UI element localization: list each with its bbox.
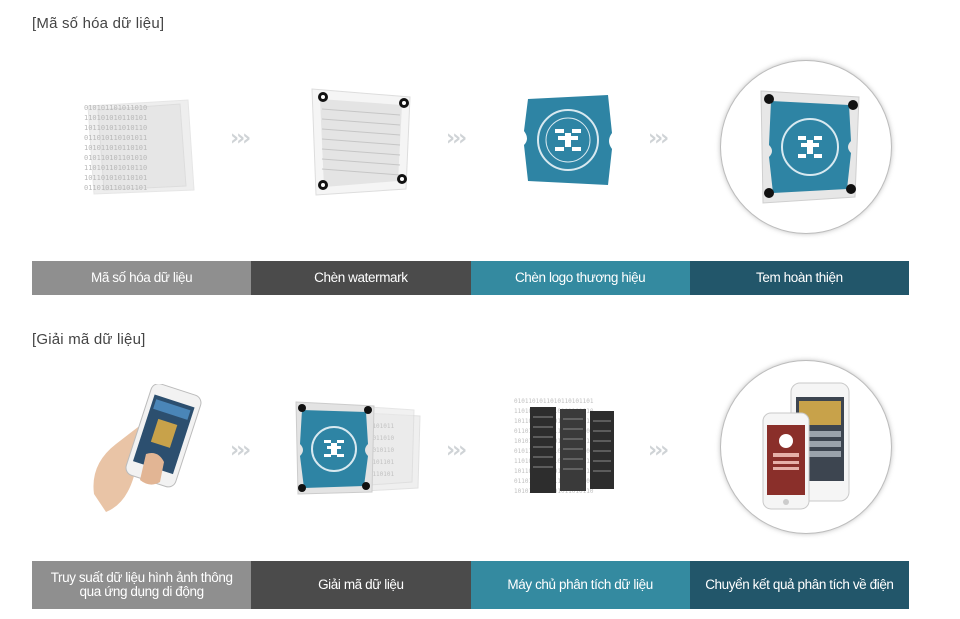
step-finished-label: Tem hoàn thiện bbox=[689, 261, 909, 295]
step-send-result-label: Chuyển kết quả phân tích về điện bbox=[689, 561, 909, 609]
brand-logo-label-icon bbox=[522, 93, 614, 187]
arrow-icon: ››› bbox=[648, 126, 669, 151]
svg-text:011010110101011: 011010110101011 bbox=[84, 134, 147, 142]
phones-result-icon bbox=[721, 361, 891, 533]
section-title-decode: [Giải mã dữ liệu] bbox=[32, 331, 146, 348]
svg-text:0110101101: 0110101101 bbox=[358, 459, 395, 466]
svg-text:110101101010110: 110101101010110 bbox=[84, 164, 147, 172]
decoded-stamp-icon: 0101101011 1101011010 1011010110 011010110… bbox=[294, 398, 424, 498]
svg-text:101011010110101: 101011010110101 bbox=[84, 144, 147, 152]
svg-text:1011010110: 1011010110 bbox=[358, 447, 395, 454]
encode-steps-bar: Mã số hóa dữ liệu Chèn watermark Chèn lo… bbox=[32, 261, 909, 295]
step-watermark-label: Chèn watermark bbox=[251, 261, 471, 295]
binary-data-icon: 010101101011010 110101010110101 10110101… bbox=[80, 98, 200, 198]
arrow-icon: ››› bbox=[648, 438, 669, 463]
watermark-plate-icon bbox=[306, 85, 414, 197]
step-mobile-retrieve-label: Truy suất dữ liệu hình ảnh thông qua ứng… bbox=[32, 561, 252, 609]
svg-text:110101010110101: 110101010110101 bbox=[84, 114, 147, 122]
arrow-icon: ››› bbox=[446, 126, 467, 151]
svg-text:1010110101: 1010110101 bbox=[358, 471, 395, 478]
finished-stamp-icon bbox=[721, 61, 891, 233]
svg-text:0101101011: 0101101011 bbox=[358, 423, 395, 430]
step-decode-label: Giải mã dữ liệu bbox=[251, 561, 471, 609]
decode-steps-bar: Truy suất dữ liệu hình ảnh thông qua ứng… bbox=[32, 561, 909, 609]
svg-text:010101101011010: 010101101011010 bbox=[84, 104, 147, 112]
arrow-icon: ››› bbox=[446, 438, 467, 463]
server-rack-icon: 0101101011010110101101 11010110101101011… bbox=[512, 395, 626, 503]
step-logo-label: Chèn logo thương hiệu bbox=[470, 261, 690, 295]
arrow-icon: ››› bbox=[230, 438, 251, 463]
svg-text:1101011010: 1101011010 bbox=[358, 435, 395, 442]
smartphone-in-hand-icon bbox=[86, 383, 218, 516]
step-digitize-label: Mã số hóa dữ liệu bbox=[32, 261, 252, 295]
svg-text:101101011010110: 101101011010110 bbox=[84, 124, 147, 132]
svg-text:011010110101101: 011010110101101 bbox=[84, 184, 147, 192]
arrow-icon: ››› bbox=[230, 126, 251, 151]
svg-text:010110101101010: 010110101101010 bbox=[84, 154, 147, 162]
section-title-encode: [Mã số hóa dữ liệu] bbox=[32, 15, 165, 32]
svg-text:101101010110101: 101101010110101 bbox=[84, 174, 147, 182]
step-server-analyze-label: Máy chủ phân tích dữ liệu bbox=[470, 561, 690, 609]
svg-text:0101101011010110101101: 0101101011010110101101 bbox=[514, 398, 594, 405]
